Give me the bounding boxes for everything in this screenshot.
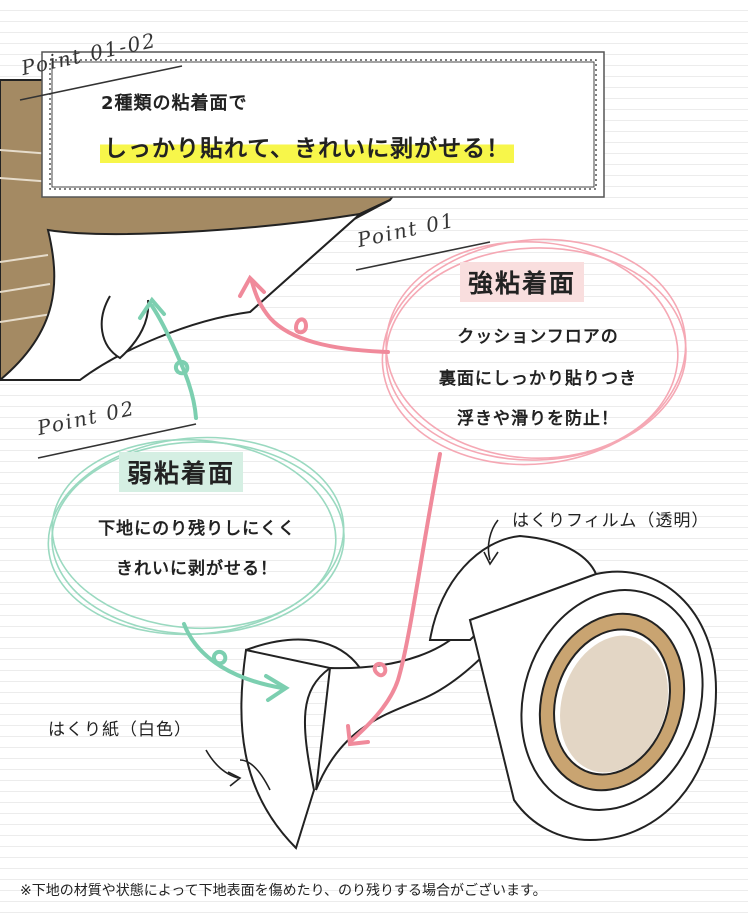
paper-pointer [205, 749, 239, 779]
point02-underline [37, 423, 197, 459]
release-paper-label: はくり紙（白色） [48, 720, 192, 740]
header-subtitle: 2種類の粘着面で [101, 93, 248, 114]
header-headline: しっかり貼れて、きれいに剥がせる！ [100, 129, 515, 163]
weak-adhesive-arrows [138, 296, 290, 702]
film-pointer [487, 519, 499, 561]
point01-underline [355, 241, 491, 271]
footnote: ※下地の材質や状態によって下地表面を傷めたり、のり残りする場合がございます。 [20, 883, 547, 899]
strong-adhesive-title: 強粘着面 [460, 262, 585, 302]
weak-adhesive-desc-line: きれいに剥がせる！ [116, 559, 278, 579]
strong-adhesive-desc-line: 裏面にしっかり貼りつき [438, 369, 638, 389]
weak-adhesive-title: 弱粘着面 [119, 452, 244, 492]
release-film-label: はくりフィルム（透明） [512, 511, 710, 531]
strong-adhesive-desc-line: クッションフロアの [457, 327, 619, 347]
strong-adhesive-circle [381, 238, 687, 466]
tape-roll [239, 534, 718, 850]
strong-adhesive-desc-line: 浮きや滑りを防止！ [457, 409, 619, 429]
header-panel [19, 51, 605, 198]
weak-adhesive-desc-line: 下地にのり残りしにくく [98, 519, 296, 539]
strong-adhesive-arrows [238, 274, 442, 747]
